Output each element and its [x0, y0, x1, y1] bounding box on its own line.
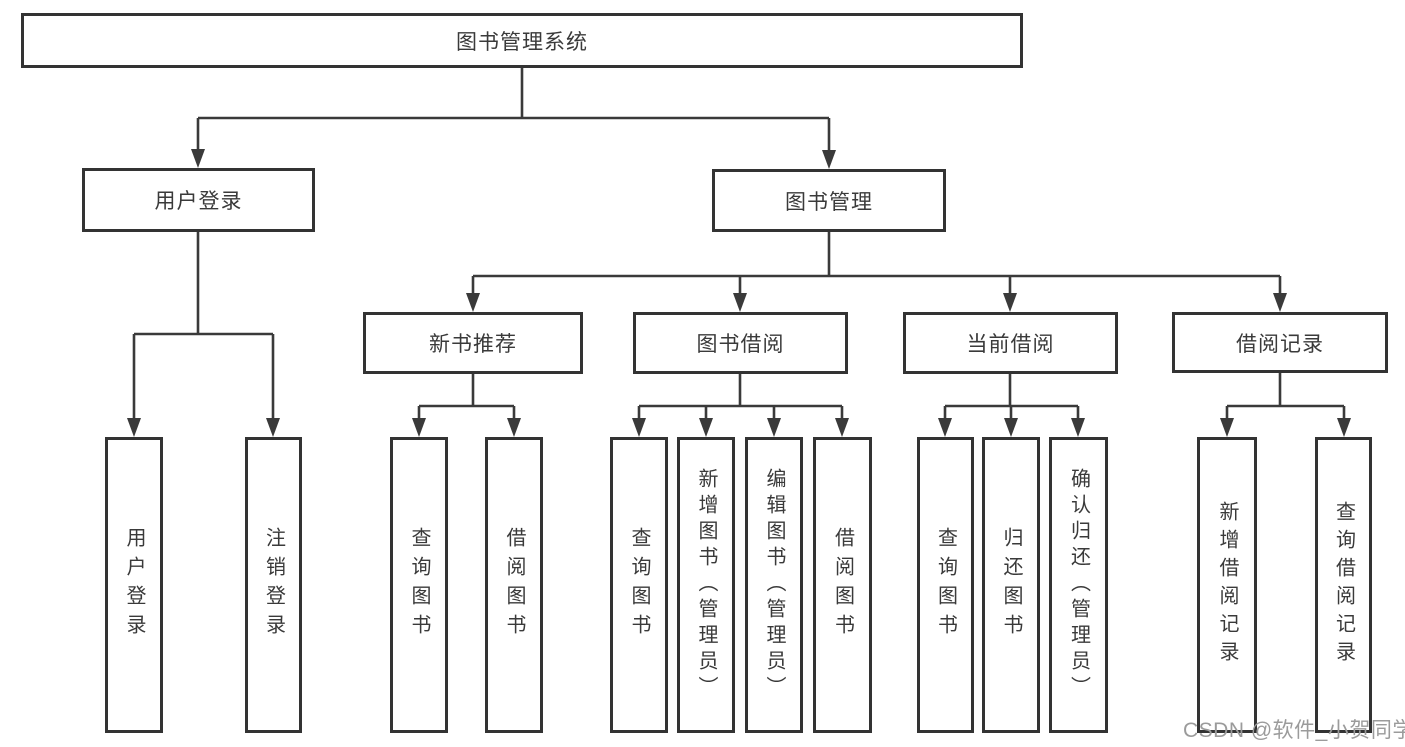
node-user-login: 用户登录: [82, 168, 315, 232]
arrowheads: [127, 149, 1351, 437]
leaf-label: 查询图书: [934, 527, 957, 643]
leaf-label: 新增借阅记录: [1216, 501, 1238, 669]
node-new-book-recommendation: 新书推荐: [363, 312, 583, 374]
leaf-label: 注销登录: [262, 527, 285, 643]
leaf-label: 编辑图书（管理员）: [763, 468, 785, 702]
node-user-login-label: 用户登录: [154, 190, 243, 213]
node-root-label: 图书管理系统: [456, 30, 588, 54]
leaf-borrow-books-2: 借阅图书: [813, 437, 872, 733]
leaf-label: 借阅图书: [503, 527, 525, 643]
leaf-label: 查询图书: [628, 527, 650, 643]
leaf-add-books-admin: 新增图书（管理员）: [677, 437, 735, 733]
node-current-borrowing-label: 当前借阅: [966, 333, 1055, 356]
leaf-logout: 注销登录: [245, 437, 302, 733]
node-root-system: 图书管理系统: [21, 13, 1023, 68]
leaf-query-borrow-record: 查询借阅记录: [1315, 437, 1372, 733]
leaf-user-login: 用户登录: [105, 437, 163, 733]
csdn-watermark: CSDN @软件_小贺同学: [1183, 719, 1405, 742]
node-new-book-recommendation-label: 新书推荐: [429, 333, 517, 356]
leaf-query-books-3: 查询图书: [917, 437, 974, 733]
leaf-borrow-books-1: 借阅图书: [485, 437, 543, 733]
node-borrowing-records-label: 借阅记录: [1236, 332, 1324, 356]
leaf-label: 用户登录: [123, 527, 145, 643]
leaf-label: 新增图书（管理员）: [695, 468, 717, 702]
leaf-label: 确认归还（管理员）: [1067, 468, 1090, 702]
leaf-label: 借阅图书: [831, 527, 854, 643]
leaf-add-borrow-record: 新增借阅记录: [1197, 437, 1257, 733]
leaf-return-books: 归还图书: [982, 437, 1040, 733]
leaf-confirm-return-admin: 确认归还（管理员）: [1049, 437, 1108, 733]
leaf-query-books-1: 查询图书: [390, 437, 448, 733]
node-book-borrowing: 图书借阅: [633, 312, 848, 374]
node-book-borrowing-label: 图书借阅: [696, 333, 785, 356]
leaf-query-books-2: 查询图书: [610, 437, 668, 733]
leaf-edit-books-admin: 编辑图书（管理员）: [745, 437, 803, 733]
leaf-label: 查询图书: [408, 527, 430, 643]
node-book-management-label: 图书管理: [785, 190, 873, 214]
node-borrowing-records: 借阅记录: [1172, 312, 1388, 373]
leaf-label: 归还图书: [1000, 527, 1022, 643]
leaf-label: 查询借阅记录: [1332, 501, 1355, 669]
node-book-management: 图书管理: [712, 169, 946, 232]
node-current-borrowing: 当前借阅: [903, 312, 1118, 374]
